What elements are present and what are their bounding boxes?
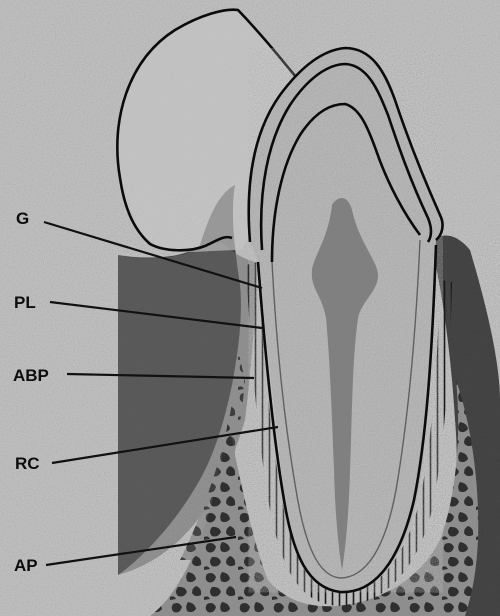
label-ap: AP: [14, 556, 38, 575]
label-pl: PL: [14, 293, 36, 312]
label-abp: ABP: [13, 366, 49, 385]
label-rc: RC: [15, 454, 40, 473]
label-g: G: [16, 209, 29, 228]
